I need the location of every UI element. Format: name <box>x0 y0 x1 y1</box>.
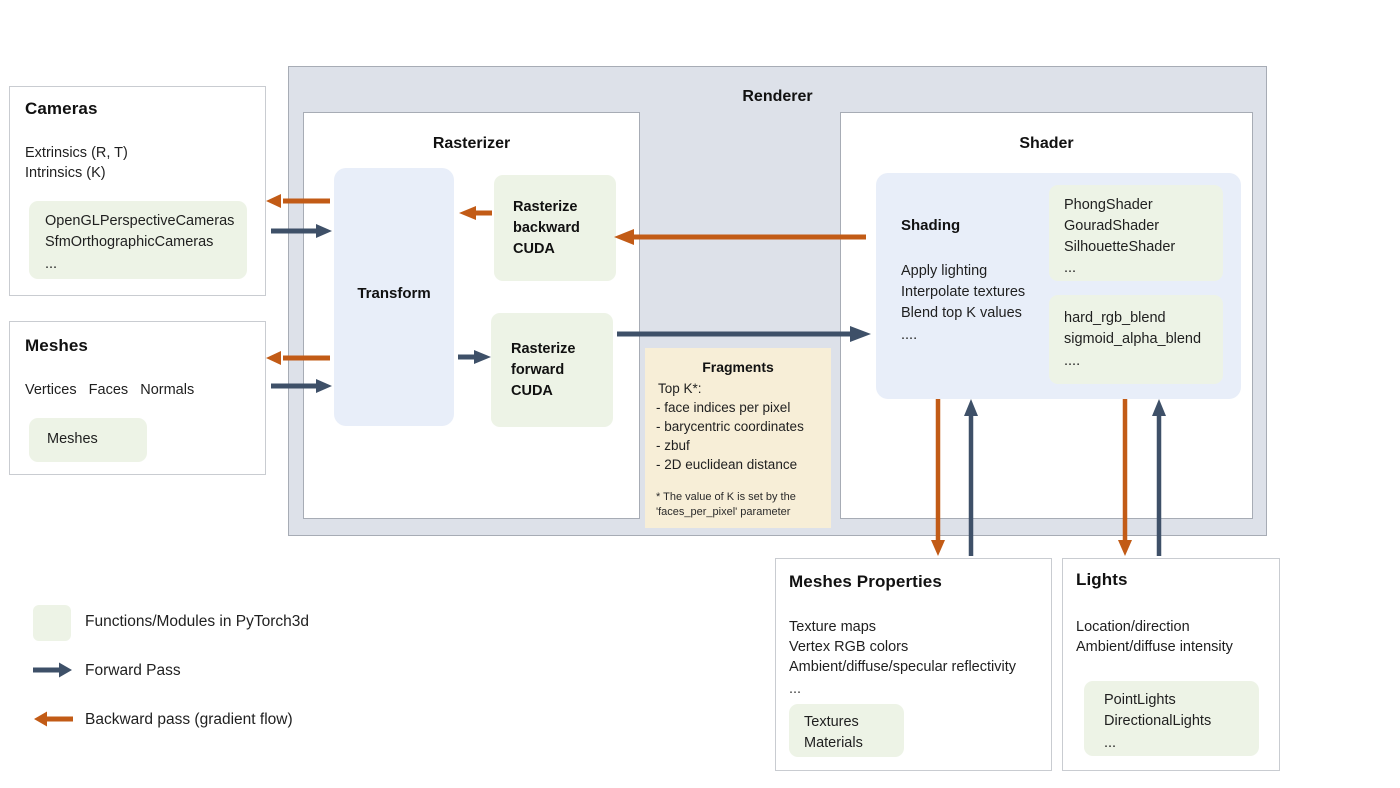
shading-line-3: Blend top K values <box>901 305 1022 321</box>
shader-classes-line-1: PhongShader <box>1064 197 1153 213</box>
fragments-line-1: Top K*: <box>658 381 702 396</box>
cameras-panel: Cameras Extrinsics (R, T) Intrinsics (K)… <box>9 86 266 296</box>
blue-right-arrow-icon <box>33 662 72 678</box>
cameras-chip-line-1: OpenGLPerspectiveCameras <box>45 213 235 229</box>
shading-label: Shading <box>901 217 961 234</box>
transform-label: Transform <box>357 285 431 302</box>
cameras-chip-ellipsis: ... <box>45 256 58 272</box>
lights-chip-line-1: PointLights <box>1104 692 1176 708</box>
mesh-properties-panel: Meshes Properties Texture maps Vertex RG… <box>775 558 1052 771</box>
shader-panel: Shader Shading Apply lighting Interpolat… <box>840 112 1253 519</box>
lights-chip: PointLights DirectionalLights ... <box>1084 681 1259 756</box>
blend-functions-ellipsis: .... <box>1064 353 1081 369</box>
cameras-chip-line-2: SfmOrthographicCameras <box>45 234 214 250</box>
fragments-line-5: - 2D euclidean distance <box>656 457 798 472</box>
shading-box: Shading Apply lighting Interpolate textu… <box>876 173 1241 399</box>
rasterizer-title: Rasterizer <box>432 135 511 152</box>
mesh-properties-chip-line-1: Textures <box>804 714 859 730</box>
rasterize-forward-cuda-box: Rasterize forward CUDA <box>491 313 613 427</box>
fragments-line-4: - zbuf <box>656 438 690 453</box>
mesh-properties-chip: Textures Materials <box>789 704 904 757</box>
legend-label-modules: Functions/Modules in PyTorch3d <box>85 613 310 630</box>
shading-line-2: Interpolate textures <box>901 284 1026 300</box>
blend-functions-line-2: sigmoid_alpha_blend <box>1064 331 1202 347</box>
cameras-intrinsics-line: Intrinsics (K) <box>25 165 106 181</box>
orange-left-arrow-icon <box>34 711 73 727</box>
mesh-properties-title: Meshes Properties <box>789 572 942 591</box>
rasterize-backward-cuda-box: Rasterize backward CUDA <box>494 175 616 281</box>
shader-classes-line-2: GouradShader <box>1064 218 1160 234</box>
meshes-attributes-line: Vertices Faces Normals <box>25 382 195 398</box>
blend-functions-chip: hard_rgb_blend sigmoid_alpha_blend .... <box>1049 295 1223 384</box>
cameras-title: Cameras <box>25 99 98 118</box>
meshes-chip-line-1: Meshes <box>47 431 98 447</box>
fragments-title: Fragments <box>702 359 774 375</box>
rasterize-forward-cuda-label: Rasterize forward CUDA <box>511 341 576 399</box>
legend-label-backward: Backward pass (gradient flow) <box>85 711 293 728</box>
shader-classes-ellipsis: ... <box>1064 260 1077 276</box>
mesh-properties-ellipsis: ... <box>789 681 802 697</box>
meshes-title: Meshes <box>25 336 88 355</box>
lights-chip-ellipsis: ... <box>1104 735 1117 751</box>
mesh-properties-line-1: Texture maps <box>789 619 877 635</box>
rasterize-backward-cuda-label: Rasterize backward CUDA <box>513 199 580 257</box>
lights-title: Lights <box>1076 570 1128 589</box>
renderer-title: Renderer <box>742 88 813 105</box>
lights-chip-line-2: DirectionalLights <box>1104 713 1212 729</box>
transform-box: Transform <box>334 168 454 426</box>
fragments-line-2: - face indices per pixel <box>656 400 791 415</box>
mesh-properties-line-2: Vertex RGB colors <box>789 639 909 655</box>
legend: Functions/Modules in PyTorch3d Forward P… <box>33 601 453 751</box>
fragments-footnote: * The value of K is set by the 'faces_pe… <box>656 491 796 518</box>
legend-label-forward: Forward Pass <box>85 662 181 679</box>
shader-classes-line-3: SilhouetteShader <box>1064 239 1176 255</box>
lights-panel: Lights Location/direction Ambient/diffus… <box>1062 558 1280 771</box>
mesh-properties-chip-line-2: Materials <box>804 735 863 751</box>
fragments-line-3: - barycentric coordinates <box>656 419 804 434</box>
rasterizer-panel: Rasterizer Transform Rasterize backward … <box>303 112 640 519</box>
fragments-box: Fragments Top K*: - face indices per pix… <box>645 348 831 528</box>
shader-title: Shader <box>1019 135 1074 152</box>
green-swatch-icon <box>33 605 71 641</box>
cameras-extrinsics-line: Extrinsics (R, T) <box>25 145 128 161</box>
shader-classes-chip: PhongShader GouradShader SilhouetteShade… <box>1049 185 1223 281</box>
mesh-properties-line-3: Ambient/diffuse/specular reflectivity <box>789 659 1017 675</box>
meshes-panel: Meshes Vertices Faces Normals Meshes <box>9 321 266 475</box>
lights-line-2: Ambient/diffuse intensity <box>1076 639 1233 655</box>
meshes-module-chip: Meshes <box>29 418 147 462</box>
cameras-module-chip: OpenGLPerspectiveCameras SfmOrthographic… <box>29 201 247 279</box>
shading-line-1: Apply lighting <box>901 263 988 279</box>
lights-line-1: Location/direction <box>1076 619 1190 635</box>
shading-ellipsis: .... <box>901 327 918 343</box>
blend-functions-line-1: hard_rgb_blend <box>1064 310 1166 326</box>
